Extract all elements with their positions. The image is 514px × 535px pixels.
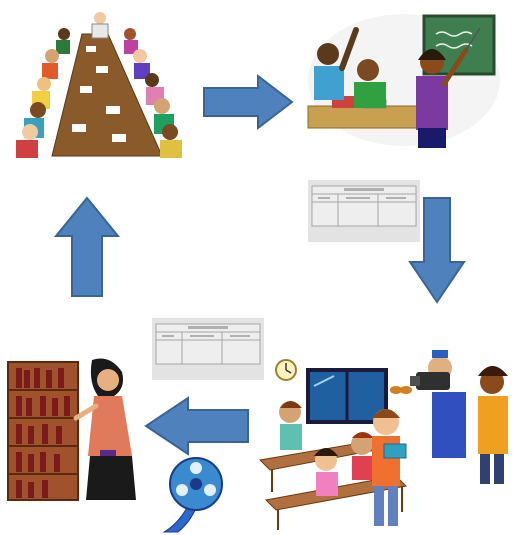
teacher-classroom-clipart <box>304 10 500 154</box>
arrow-right <box>202 74 294 130</box>
table-thumbnail-1 <box>308 180 420 242</box>
film-reel-icon <box>158 454 226 534</box>
arrow-down <box>408 196 466 304</box>
table-thumbnail-2 <box>152 318 264 380</box>
clock-icon <box>275 359 297 381</box>
meeting-clipart <box>12 6 184 158</box>
arrow-up <box>54 196 120 298</box>
librarian-bookshelf-clipart <box>6 354 140 502</box>
students-activity-clipart <box>256 342 512 532</box>
video-camera-icon <box>410 372 450 390</box>
butterfly-icon <box>390 386 412 394</box>
arrow-left <box>144 396 250 456</box>
